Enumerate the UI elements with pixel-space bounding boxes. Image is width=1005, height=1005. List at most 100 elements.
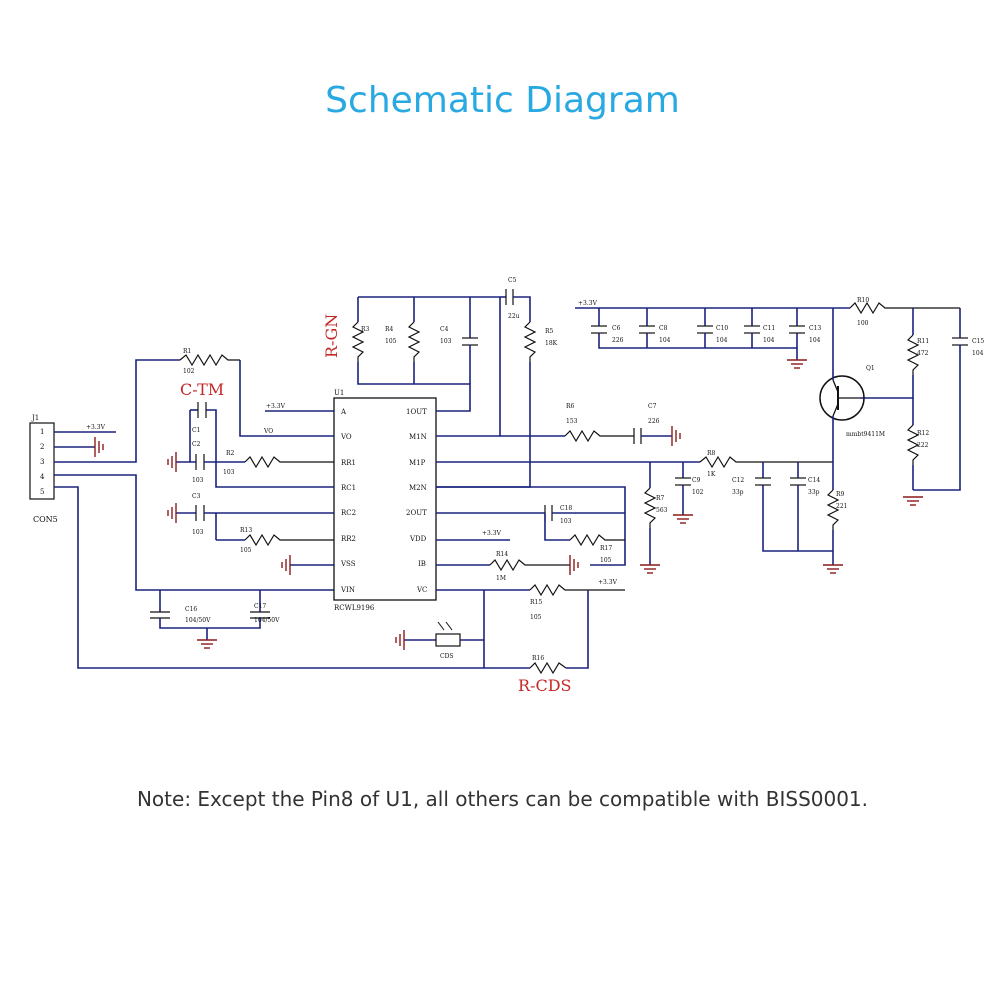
ic-pin-rr2: RR2 [341,535,356,543]
ic-u1: U1 RCWL9196 A VO RR1 RC1 RC2 RR2 VSS VIN… [333,389,437,612]
ic-pin-vss: VSS [340,560,356,568]
c13-value: 104 [809,337,821,344]
ic-pin-vin: VIN [340,586,355,594]
resistor-r9 [826,489,840,530]
c16-value: 104/50V [185,617,211,624]
resistor-r6 [564,429,634,443]
r9-value: 221 [836,503,847,510]
ground-symbol-j1 [94,437,104,457]
r11-value: 472 [917,350,929,357]
r6-ref: R6 [566,403,575,410]
c13-ref: C13 [809,325,821,332]
ic-pin-vo: VO [340,433,352,441]
connector-pin-2: 2 [40,443,44,451]
annotation-ctm: C-TM [180,380,224,399]
resistor-r4 [407,321,421,362]
r14-ref: R14 [496,551,508,558]
ic-ref: U1 [334,389,344,397]
resistor-r5 [523,321,537,362]
c11-value: 104 [763,337,775,344]
connector-pin-1: 1 [40,428,44,436]
ic-pin-2out: 2OUT [406,509,427,517]
ground-symbol-rail [787,359,807,369]
resistor-r2 [244,455,334,469]
resistor-r15 [529,583,625,597]
ic-pin-a: A [340,408,347,416]
c5-value: 22u [508,313,520,320]
connector-pin-3: 3 [40,458,44,466]
c9-ref: C9 [692,477,701,484]
q1-ref: Q1 [866,365,875,372]
photoresistor-cds [435,633,461,647]
c1-ref: C1 [192,427,200,434]
r2-value: 103 [223,469,235,476]
c4-ref: C4 [440,326,449,333]
c7-value: 226 [648,418,660,425]
r11-ref: R11 [917,338,929,345]
ground-symbol-r14 [569,555,579,575]
ic-part: RCWL9196 [334,604,375,612]
resistor-r7 [643,487,657,528]
ground-symbol-cds [395,630,405,650]
ground-symbol-c7 [671,426,681,446]
r8-ref: R8 [707,450,716,457]
c14-ref: C14 [808,477,820,484]
c17-ref: C17 [254,603,266,610]
ground-symbol-c2 [167,452,177,472]
r3-ref: R3 [361,326,370,333]
ground-symbol-r9 [823,564,843,574]
c9-value: 102 [692,489,704,496]
c6-value: 226 [612,337,624,344]
ground-symbol-c9 [673,514,693,524]
r17-value: 105 [600,557,612,564]
c3-value: 103 [192,529,204,536]
r2-ref: R2 [226,450,235,457]
connector-name: CON5 [33,515,58,524]
ic-pin-rc2: RC2 [341,509,356,517]
ic-pin-1out: 1OUT [406,408,427,416]
r15-ref: R15 [530,599,542,606]
conn-3v3-label: +3.3V [86,424,106,431]
resistor-r14 [489,558,570,572]
c18-ref: C18 [560,505,572,512]
c7-ref: C7 [648,403,657,410]
ic-pin-m1n: M1N [409,433,427,441]
annotation-rgn: R-GN [322,314,341,358]
c10-value: 104 [716,337,728,344]
c8-ref: C8 [659,325,668,332]
ground-symbol-c16 [197,639,217,649]
r5-ref: R5 [545,328,554,335]
c16-ref: C16 [185,606,197,613]
r16-ref: R16 [532,655,544,662]
r7-value: 563 [656,507,668,514]
ic-pin-m1p: M1P [409,459,426,467]
r13-value: 105 [240,547,252,554]
r10-value: 100 [857,320,869,327]
connector-wires: +3.3V [54,359,530,669]
ground-symbol-r12 [903,496,923,506]
r4-value: 105 [385,338,397,345]
c15-ref: C15 [972,338,984,345]
r5-value: 18K [545,340,558,347]
connector-pin-5: 5 [40,488,44,496]
connector-j1: J1 CON5 1 2 3 4 5 [29,414,58,524]
resistor-r3 [351,321,365,362]
ic-pin-rr1: RR1 [341,459,356,467]
r12-ref: R12 [917,430,929,437]
r7-ref: R7 [656,495,665,502]
rail-3v3-label: +3.3V [578,300,598,307]
ground-symbol-c3 [167,503,177,523]
r6-value: 153 [566,418,578,425]
c11-ref: C11 [763,325,775,332]
c5-ref: C5 [508,277,517,284]
ic-pin-m2n: M2N [409,484,427,492]
connector-pin-4: 4 [40,473,45,481]
resistor-r17 [569,533,625,547]
resistor-r16 [529,661,567,675]
c4-value: 103 [440,338,452,345]
footnote: Note: Except the Pin8 of U1, all others … [136,787,869,811]
c8-value: 104 [659,337,671,344]
r9-ref: R9 [836,491,845,498]
page-title: Schematic Diagram [325,80,680,121]
